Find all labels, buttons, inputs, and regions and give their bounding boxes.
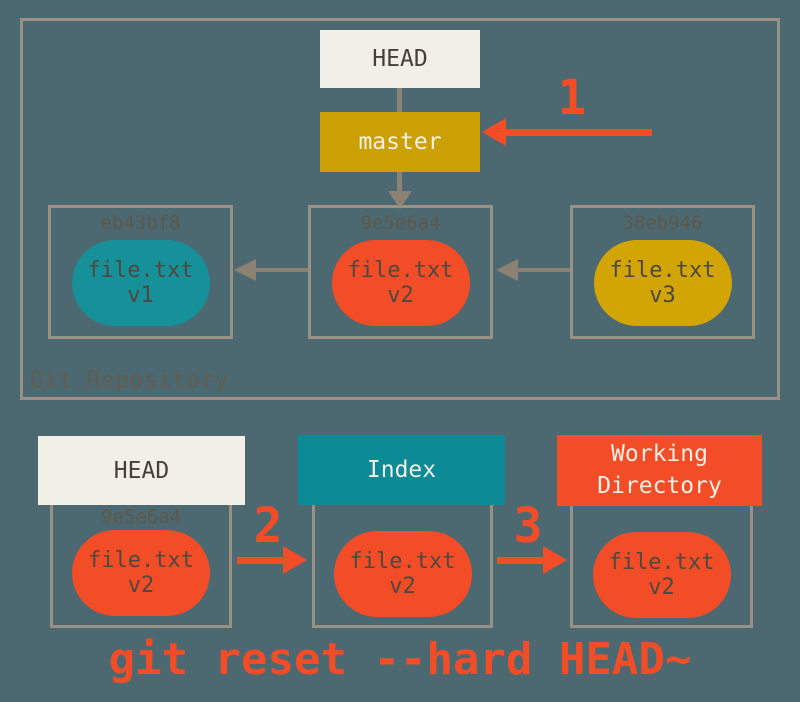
index-area-box: Index — [298, 435, 505, 505]
step-3-arrow-line — [497, 557, 544, 564]
file-version: v2 — [387, 283, 414, 308]
file-version: v3 — [649, 283, 676, 308]
file-snapshot-oval: file.txt v2 — [333, 531, 472, 617]
commit-box-9e5e6a4: 9e5e6a4 file.txt v2 — [308, 205, 493, 339]
step-2-label: 2 — [253, 498, 283, 554]
step-3-arrowhead-icon — [543, 546, 567, 574]
file-version: v2 — [389, 574, 416, 599]
commit2-to-commit1-arrow-line — [255, 268, 308, 272]
file-name: file.txt — [347, 257, 454, 283]
commit-hash: eb43bf8 — [100, 212, 181, 234]
head-to-master-connector — [397, 88, 402, 112]
git-repository-label: Git Repository — [30, 368, 230, 393]
file-snapshot-oval: file.txt v3 — [593, 240, 732, 326]
head-pointer-label: HEAD — [372, 46, 428, 72]
step-1-arrow-line — [505, 129, 652, 136]
head-column-hash: 9e5e6a4 — [100, 506, 182, 528]
file-snapshot-oval: file.txt v1 — [71, 240, 210, 326]
step-1-label: 1 — [557, 70, 587, 126]
working-directory-area-label: Working Directory — [597, 441, 722, 499]
file-snapshot-oval: file.txt v2 — [331, 240, 470, 326]
commit-box-38eb946: 38eb946 file.txt v3 — [570, 205, 755, 339]
file-snapshot-oval: file.txt v2 — [72, 530, 210, 616]
master-to-commit-arrowhead-icon — [388, 191, 412, 209]
head-area-label: HEAD — [113, 457, 170, 484]
file-snapshot-oval: file.txt v2 — [592, 532, 731, 618]
working-directory-column-box: file.txt v2 — [570, 506, 753, 628]
commit-hash: 9e5e6a4 — [360, 212, 441, 234]
commit2-to-commit1-arrowhead-icon — [234, 259, 256, 281]
file-name: file.txt — [88, 547, 194, 573]
master-branch-box: master — [320, 112, 480, 172]
git-repository-box — [20, 18, 780, 400]
commit-hash: 38eb946 — [622, 212, 703, 234]
step-1-arrowhead-icon — [482, 118, 506, 146]
git-command-caption: git reset --hard HEAD~ — [108, 634, 692, 685]
step-2-arrow-line — [237, 557, 284, 564]
master-to-commit-arrow-line — [397, 172, 402, 192]
file-version: v1 — [127, 283, 154, 308]
index-column-box: file.txt v2 — [312, 505, 493, 628]
file-name: file.txt — [609, 257, 716, 283]
file-name: file.txt — [87, 257, 194, 283]
commit3-to-commit2-arrowhead-icon — [496, 259, 518, 281]
file-name: file.txt — [608, 549, 715, 575]
commit-box-eb43bf8: eb43bf8 file.txt v1 — [48, 205, 233, 339]
head-area-box: HEAD — [38, 436, 245, 505]
file-name: file.txt — [349, 548, 456, 574]
head-pointer-box: HEAD — [320, 30, 480, 88]
step-3-label: 3 — [513, 498, 543, 554]
file-version: v2 — [127, 573, 155, 598]
commit3-to-commit2-arrow-line — [517, 268, 570, 272]
master-branch-label: master — [358, 129, 442, 155]
step-2-arrowhead-icon — [283, 546, 307, 574]
file-version: v2 — [648, 575, 675, 600]
working-directory-area-box: Working Directory — [557, 435, 762, 506]
index-area-label: Index — [366, 457, 437, 483]
head-column-box: 9e5e6a4 file.txt v2 — [50, 505, 232, 628]
